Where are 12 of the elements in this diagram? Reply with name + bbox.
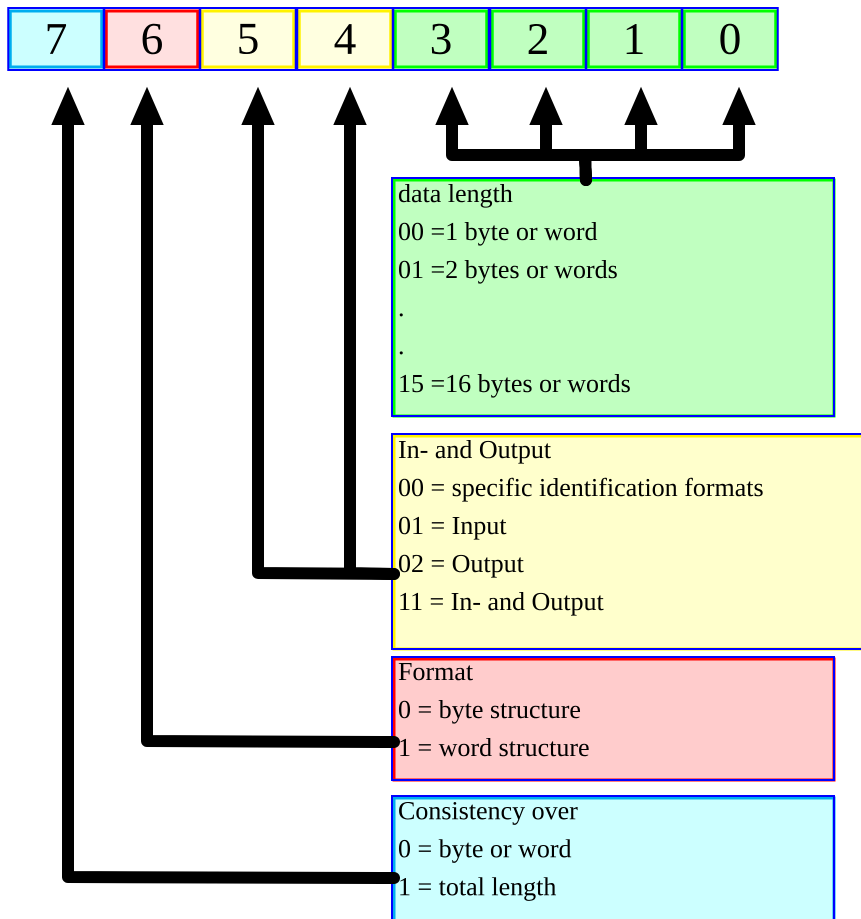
bit-box: 2 — [489, 7, 587, 71]
bit-box: 3 — [392, 7, 490, 71]
bit-box: 0 — [681, 7, 779, 71]
description-box: Format 0 = byte structure 1 = word structure — [391, 656, 836, 782]
description-box: In- and Output 00 = specific identification formats 01 = Input 02 = Output 11 = In- and Output — [391, 433, 861, 650]
bit-box: 5 — [199, 7, 297, 71]
bit-box: 4 — [296, 7, 394, 71]
description-box: Consistency over 0 = byte or word 1 = total length — [391, 795, 836, 919]
bit-box: 1 — [585, 7, 683, 71]
bit-box: 7 — [7, 7, 105, 71]
description-box: data length 00 =1 byte or word 01 =2 bytes or words . . 15 =16 bytes or words — [391, 177, 836, 418]
bit-box: 6 — [103, 7, 201, 71]
